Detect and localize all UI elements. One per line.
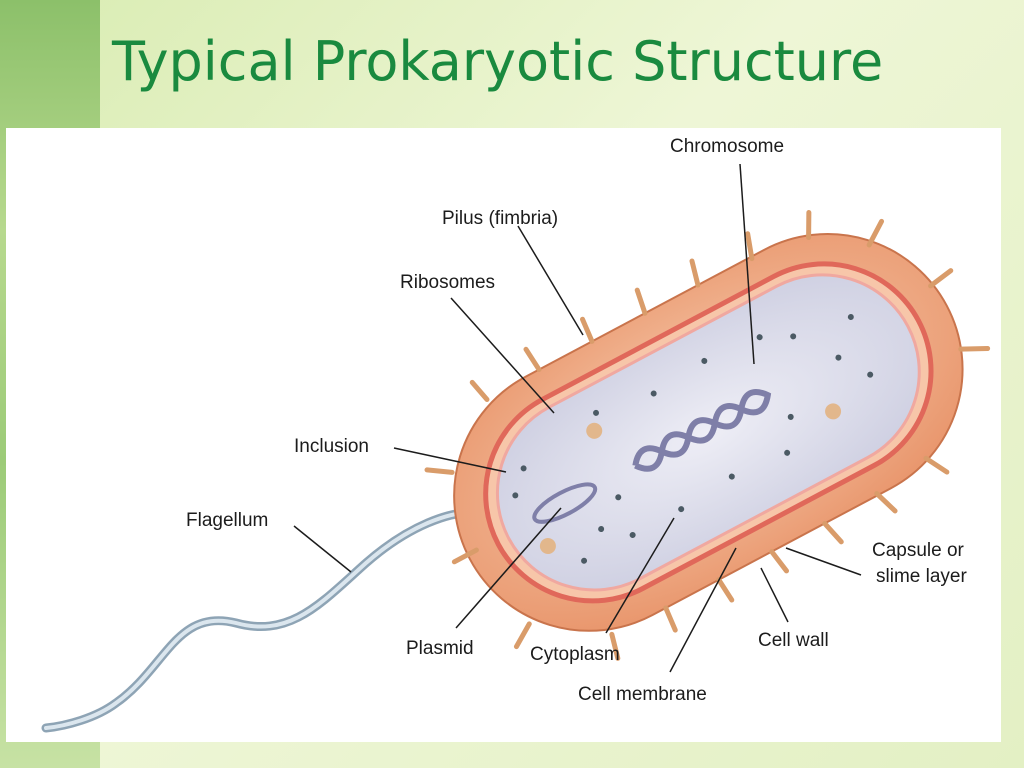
label-capsule-line1: Capsule or (872, 540, 965, 561)
label-pilus: Pilus (fimbria) (442, 208, 558, 229)
flagellum-shape (41, 507, 489, 733)
label-ribosomes: Ribosomes (400, 272, 495, 293)
label-chromosome: Chromosome (670, 136, 784, 157)
cell-body (424, 209, 991, 661)
label-cell-wall: Cell wall (758, 630, 829, 651)
leader-lines (293, 163, 862, 673)
inclusion-shape (539, 538, 556, 555)
label-cytoplasm: Cytoplasm (530, 644, 620, 665)
cell-membrane-layer (495, 273, 921, 592)
slide-title: Typical Prokaryotic Structure (112, 30, 884, 93)
label-inclusion: Inclusion (294, 436, 369, 457)
diagram-panel: Chromosome Pilus (fimbria) Ribosomes Inc… (6, 128, 1001, 742)
label-capsule-line2: slime layer (876, 566, 967, 587)
inclusion-shape (586, 422, 603, 439)
ribosomes (512, 314, 874, 564)
label-plasmid: Plasmid (406, 638, 474, 659)
chromosome-shape (632, 389, 772, 472)
pili (424, 209, 991, 661)
plasmid-shape (532, 482, 598, 524)
inclusion-shape (825, 403, 842, 420)
label-cell-membrane: Cell membrane (578, 684, 707, 705)
label-flagellum: Flagellum (186, 510, 268, 531)
flagellum-highlight (44, 510, 486, 730)
prokaryote-diagram: Chromosome Pilus (fimbria) Ribosomes Inc… (41, 136, 991, 733)
